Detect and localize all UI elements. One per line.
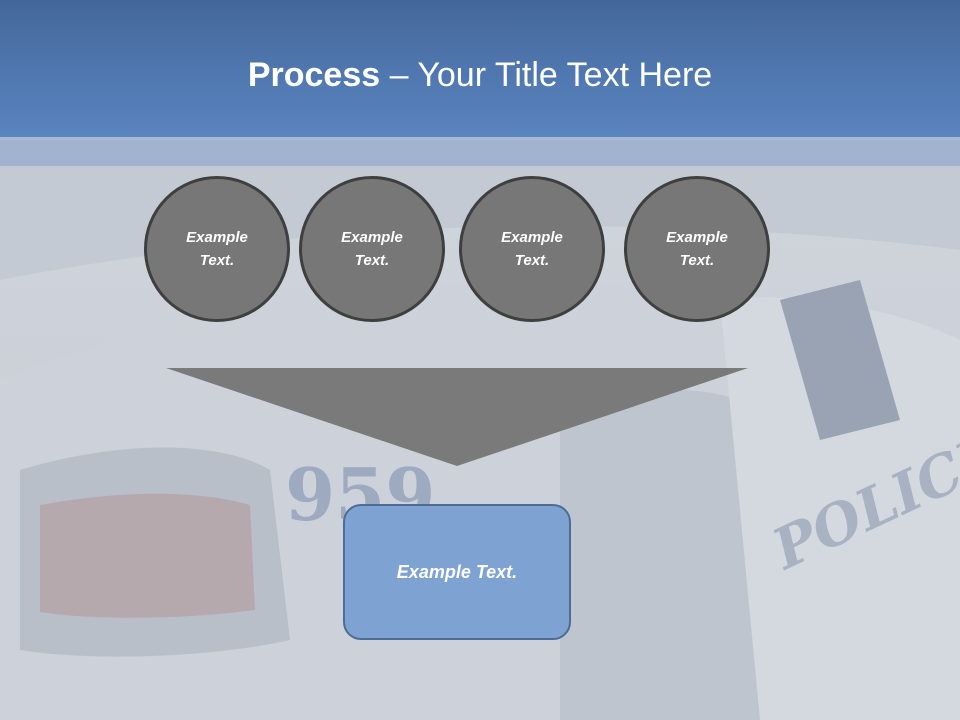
circle-label: Example Text. — [186, 229, 248, 269]
process-circle-3[interactable]: Example Text. — [459, 176, 605, 322]
title-rest: – Your Title Text Here — [380, 56, 713, 94]
circle-label: Example Text. — [501, 229, 563, 269]
slide-title: Process – Your Title Text Here — [0, 54, 960, 96]
process-circle-2[interactable]: Example Text. — [299, 176, 445, 322]
funnel-arrow — [166, 368, 748, 466]
process-circle-1[interactable]: Example Text. — [144, 176, 290, 322]
circle-label: Example Text. — [666, 229, 728, 269]
process-circle-4[interactable]: Example Text. — [624, 176, 770, 322]
circle-label: Example Text. — [341, 229, 403, 269]
title-bold: Process — [247, 56, 381, 94]
title-bar — [0, 0, 960, 137]
result-box[interactable]: Example Text. — [343, 504, 571, 640]
title-underline-strip — [0, 137, 960, 166]
result-label: Example Text. — [396, 561, 518, 582]
